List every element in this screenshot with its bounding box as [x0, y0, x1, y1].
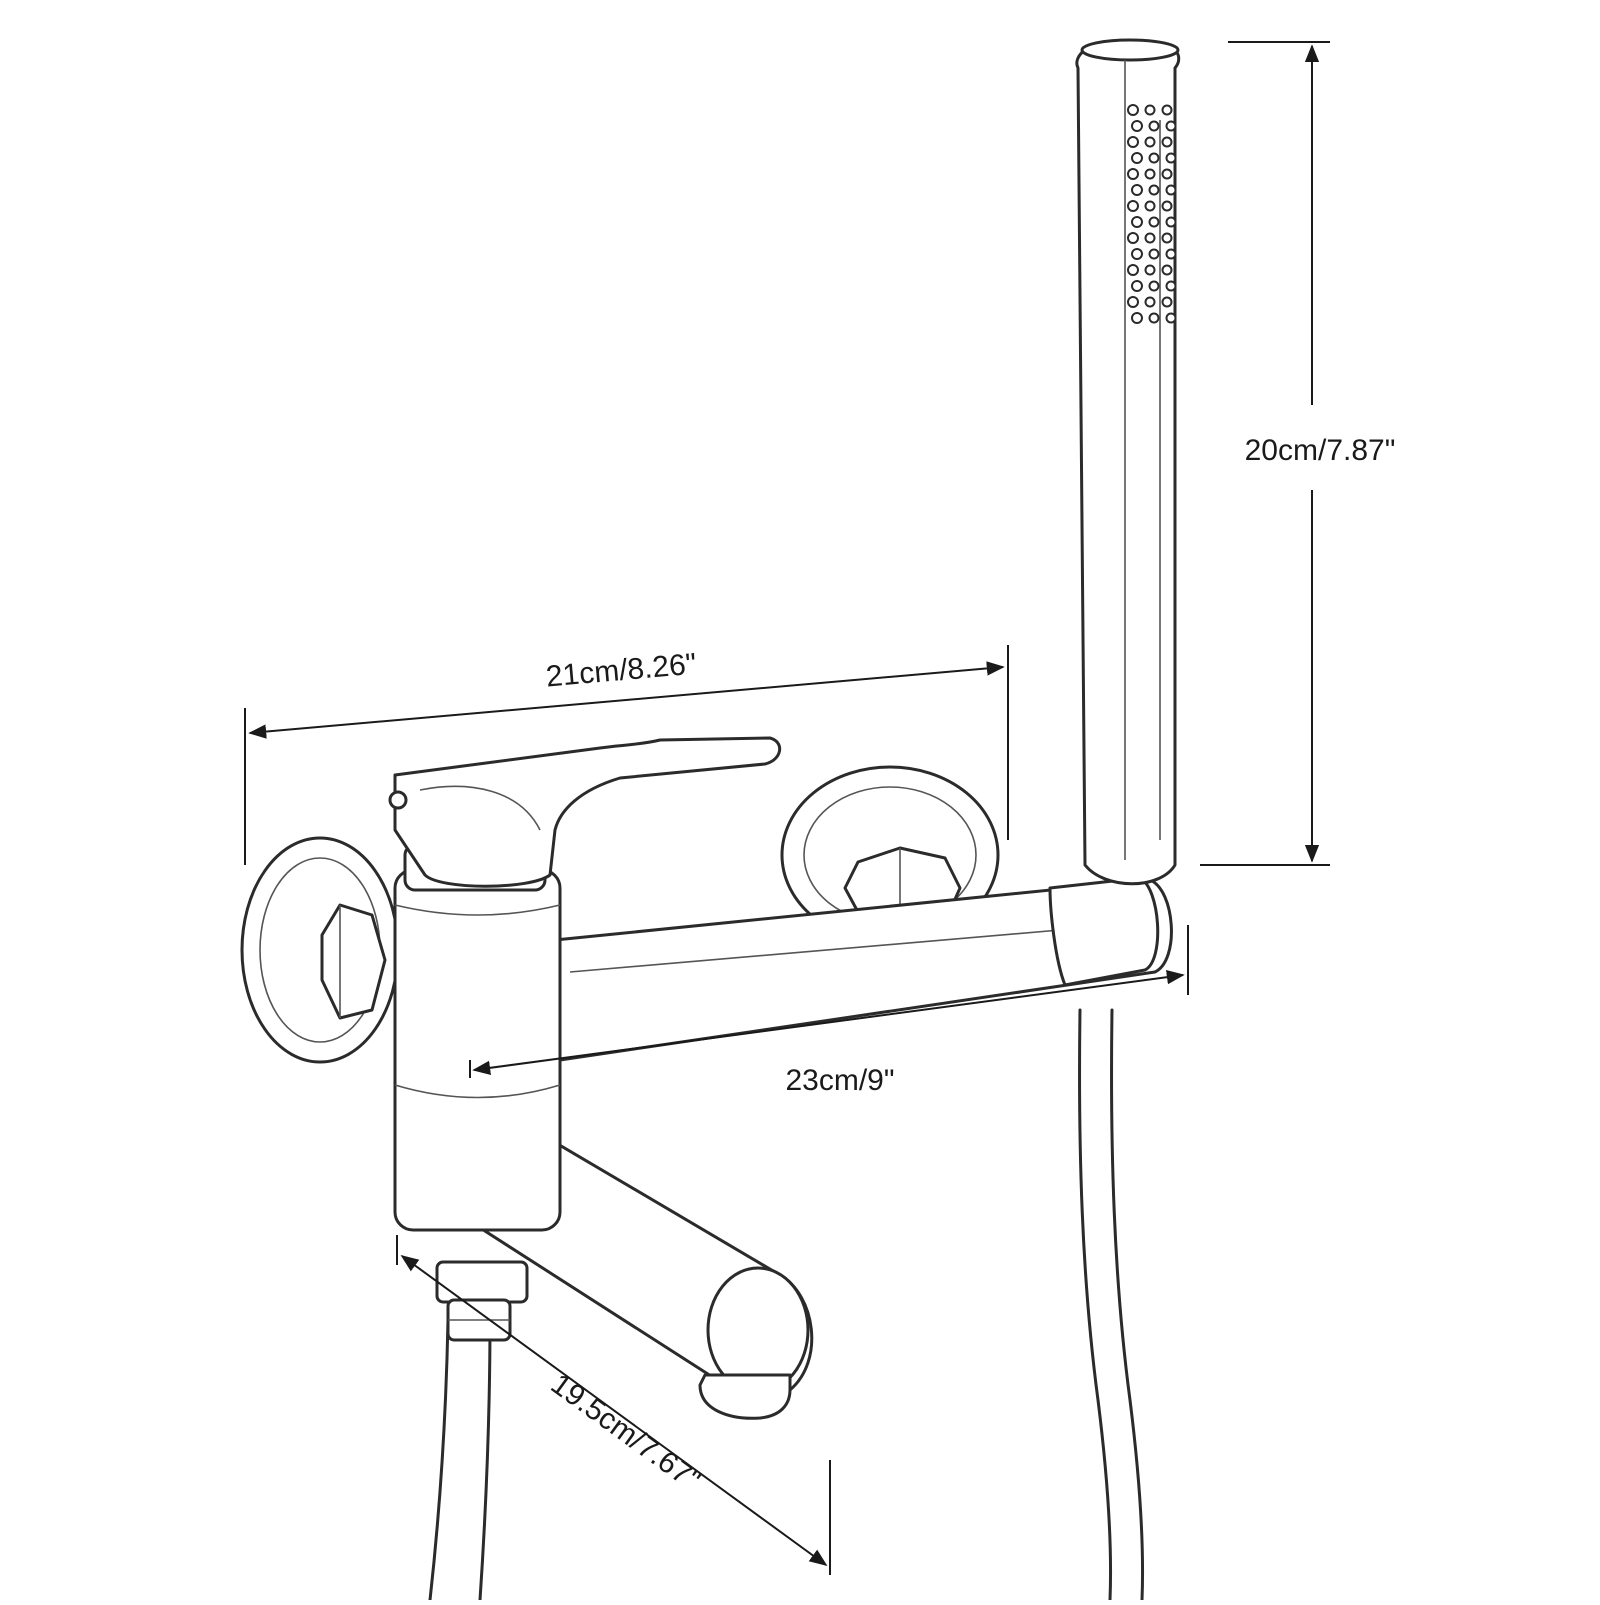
nozzle-dot: [1144, 136, 1156, 148]
nozzle-dot: [1131, 216, 1143, 228]
nozzle-dot: [1148, 184, 1160, 196]
nozzle-dot: [1144, 296, 1156, 308]
nozzle-dot: [1131, 152, 1143, 164]
nozzle-dot: [1127, 232, 1139, 244]
nozzle-dot: [1161, 296, 1173, 308]
nozzle-dot: [1165, 184, 1177, 196]
lever-handle: [388, 736, 781, 888]
nozzle-dot: [1144, 200, 1156, 212]
nozzle-dot: [1148, 152, 1160, 164]
nozzle-dot: [1144, 168, 1156, 180]
dim-bar-length: 23cm/9": [469, 925, 1189, 1097]
nozzle-dot: [1148, 216, 1160, 228]
nozzle-dot: [1127, 264, 1139, 276]
nozzle-dot: [1127, 104, 1139, 116]
nozzle-dot: [1131, 280, 1143, 292]
nozzle-dot: [1127, 136, 1139, 148]
nozzle-dot: [1131, 184, 1143, 196]
mixer-body: [393, 843, 562, 1232]
dim-label-overall-width: 21cm/8.26": [545, 648, 698, 694]
dim-label-spout-length: 19.5cm/7.67": [545, 1367, 707, 1497]
nozzle-dot: [1148, 248, 1160, 260]
hand-shower: [1075, 38, 1181, 886]
nozzle-dot: [1131, 120, 1143, 132]
nozzle-dot: [1144, 264, 1156, 276]
nozzle-dot: [1148, 280, 1160, 292]
dim-label-bar-length: 23cm/9": [785, 1064, 894, 1097]
nozzle-dot: [1165, 216, 1177, 228]
nozzle-dot: [1144, 104, 1156, 116]
nozzle-dot: [1161, 232, 1173, 244]
nozzle-dot: [1161, 200, 1173, 212]
nozzle-dot: [1161, 168, 1173, 180]
nozzle-dot: [1165, 248, 1177, 260]
dim-label-handshower-height: 20cm/7.87": [1245, 434, 1396, 467]
nozzle-dot: [1148, 120, 1160, 132]
left-hex-nut: [320, 903, 387, 1020]
dim-handshower-height: 20cm/7.87": [1200, 41, 1396, 866]
nozzle-dot: [1127, 200, 1139, 212]
nozzle-dot: [1131, 312, 1143, 324]
nozzle-dot: [1144, 232, 1156, 244]
nozzle-dot: [1165, 120, 1177, 132]
nozzle-dot: [1165, 312, 1177, 324]
nozzle-dot: [1131, 248, 1143, 260]
nozzle-dot: [1148, 312, 1160, 324]
diverter-connector: [435, 1260, 529, 1342]
nozzle-dot: [1165, 152, 1177, 164]
nozzle-dot: [1165, 280, 1177, 292]
nozzle-dot: [1161, 104, 1173, 116]
nozzle-dot: [1161, 136, 1173, 148]
spray-nozzles: [1127, 104, 1177, 324]
nozzle-dot: [1127, 168, 1139, 180]
nozzle-dot: [1127, 296, 1139, 308]
nozzle-dot: [1161, 264, 1173, 276]
